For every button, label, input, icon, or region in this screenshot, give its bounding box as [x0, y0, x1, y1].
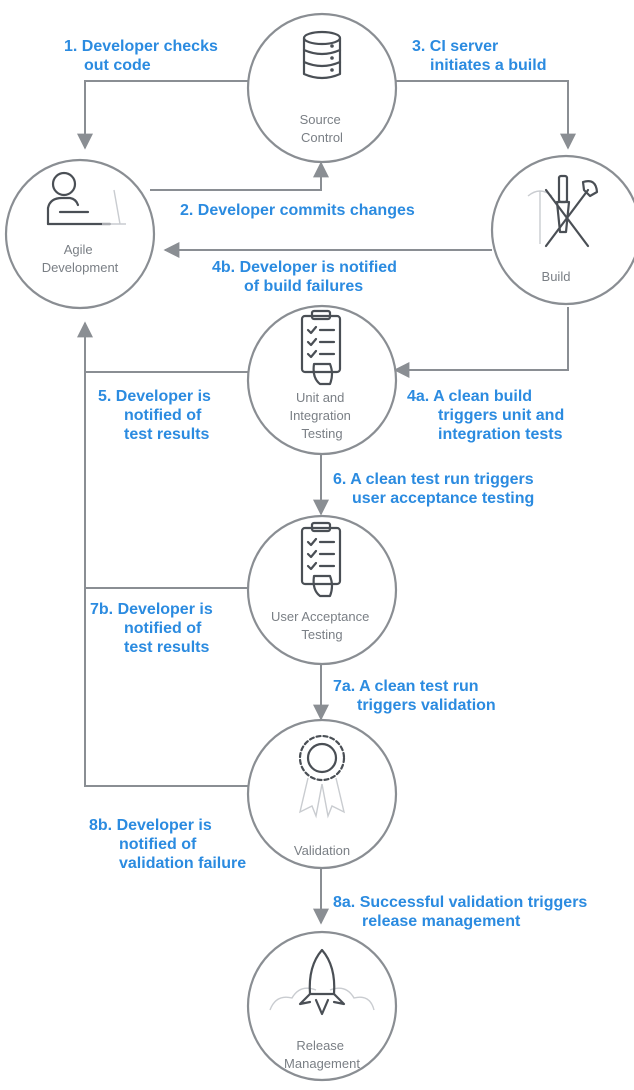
edge-initiate-build — [396, 80, 576, 150]
edges — [77, 80, 576, 925]
node-user-acceptance-testing: User Acceptance Testing — [246, 514, 398, 666]
node-label: Agile Development — [42, 242, 119, 275]
database-icon — [302, 30, 342, 80]
step-6-label: 6. A clean test run triggers user accept… — [333, 471, 538, 507]
step-8b-label: 8b. Developer is notified of validation … — [89, 817, 246, 872]
edge-commit — [150, 161, 329, 191]
step-8a-label: 8a. Successful validation triggers relea… — [333, 894, 592, 930]
step-4b-label: 4b. Developer is notified of build failu… — [212, 259, 401, 295]
edge-clean-build — [393, 307, 569, 378]
node-label: User Acceptance Testing — [271, 609, 373, 642]
node-agile-development: Agile Development — [4, 158, 156, 310]
node-source-control: Source Control — [246, 12, 398, 164]
node-label: Release Management — [284, 1038, 360, 1071]
node-label: Source Control — [300, 112, 345, 145]
hammer-wrench-icon — [527, 174, 599, 248]
step-2-label: 2. Developer commits changes — [180, 202, 415, 219]
node-label: Unit and Integration Testing — [289, 390, 354, 441]
edge-checkout — [77, 80, 248, 150]
step-3-label: 3. CI server initiates a build — [412, 38, 546, 74]
node-build: Build — [490, 154, 634, 306]
step-4a-label: 4a. A clean build triggers unit and inte… — [407, 388, 569, 443]
checklist-icon — [300, 521, 342, 598]
node-label: Validation — [294, 843, 350, 858]
step-7b-label: 7b. Developer is notified of test result… — [90, 601, 217, 656]
step-7a-label: 7a. A clean test run triggers validation — [333, 678, 496, 714]
step-5-label: 5. Developer is notified of test results — [98, 388, 215, 443]
node-validation: Validation — [246, 718, 398, 870]
edge-unit-results — [77, 321, 252, 373]
node-release-management: Release Management — [246, 930, 398, 1082]
checklist-icon — [300, 309, 342, 386]
award-seal-icon — [298, 734, 346, 819]
step-1-label: 1. Developer checks out code — [64, 38, 222, 74]
edge-validation-failure — [84, 588, 252, 787]
rocket-icon — [269, 948, 375, 1016]
node-label: Build — [542, 269, 571, 284]
node-unit-integration-testing: Unit and Integration Testing — [246, 304, 398, 456]
person-at-desk-icon — [46, 171, 126, 226]
